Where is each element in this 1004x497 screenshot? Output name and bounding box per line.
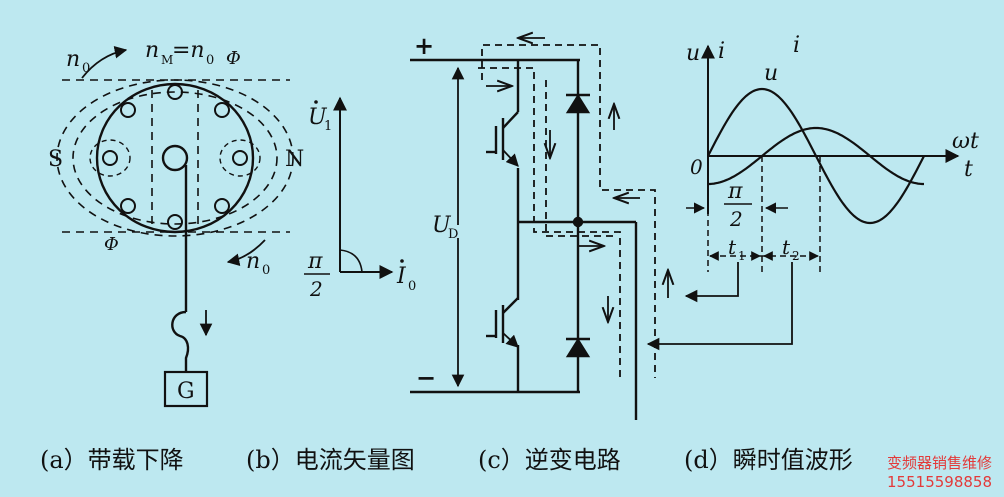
angle-arc	[339, 249, 363, 273]
label-plus: +	[414, 31, 434, 60]
load-box	[163, 370, 209, 408]
pole-s-label: S	[48, 147, 63, 172]
slot	[167, 214, 183, 230]
rotation-arrow-top	[81, 45, 128, 79]
label-ud: U	[432, 213, 452, 238]
curve-i	[708, 126, 924, 186]
label-n0-top: n	[66, 47, 80, 72]
label-phi-top: Φ	[226, 48, 241, 69]
inverter-labels: + − U D	[414, 31, 458, 392]
waveform-figure	[646, 44, 960, 351]
shaft	[161, 144, 189, 172]
label-i: i	[793, 33, 800, 58]
axis-label-wt: ωt	[952, 129, 979, 154]
svg-text:1: 1	[324, 119, 332, 134]
svg-text:0: 0	[408, 279, 416, 294]
label-minus: −	[416, 363, 436, 392]
slot	[102, 150, 118, 166]
axis-label-t: t	[964, 157, 973, 182]
axis-label-u: u	[686, 41, 700, 66]
slot	[167, 84, 183, 100]
vector-labels: U 1 I 0 π 2	[304, 100, 416, 301]
curve-u	[707, 87, 925, 225]
hook	[171, 310, 190, 372]
leader-t2	[646, 262, 793, 351]
slot	[120, 198, 136, 214]
diode-lower	[565, 337, 591, 358]
rotor-body	[95, 82, 255, 234]
leader-t1	[684, 262, 739, 303]
current-path-outer	[481, 44, 656, 378]
label-t1: t	[728, 235, 737, 259]
load-label: G	[177, 379, 195, 404]
phasor-dot	[314, 100, 318, 104]
inverter-figure	[410, 58, 638, 420]
pole-n-label: N	[285, 147, 304, 172]
phasor-dot	[400, 259, 404, 263]
waveform-labels: u i i u 0 ωt t π 2 t 1 t 2	[686, 33, 979, 263]
label-u: u	[764, 61, 778, 86]
svg-text:=n: =n	[172, 38, 205, 63]
phase-denominator: 2	[729, 207, 743, 231]
label-phi-bottom: Φ	[104, 234, 119, 255]
vector-figure	[333, 96, 394, 279]
origin-label: 0	[690, 155, 703, 179]
label-t2: t	[782, 235, 791, 259]
caption-d: (d）瞬时值波形	[684, 446, 853, 474]
slot	[232, 150, 248, 166]
diode-upper	[565, 93, 591, 114]
axis-label-i: i	[718, 39, 725, 64]
phase-numerator: π	[727, 179, 743, 204]
svg-text:0: 0	[262, 263, 270, 278]
slot	[214, 102, 230, 118]
flux-line-inner	[72, 91, 278, 225]
angle-denominator: 2	[309, 277, 323, 301]
svg-text:M: M	[161, 53, 173, 67]
label-nm: n	[145, 38, 159, 63]
svg-text:0: 0	[206, 53, 214, 68]
current-paths	[478, 44, 656, 380]
watermark-text: 变频器销售维修	[886, 454, 992, 472]
watermark-phone: 15515598858	[887, 473, 992, 491]
rotation-arrow-bottom	[226, 239, 266, 266]
svg-text:D: D	[448, 227, 458, 242]
caption-c: (c）逆变电路	[478, 446, 621, 474]
svg-text:1: 1	[738, 249, 746, 263]
current-arrows	[486, 38, 668, 322]
flux-line-outer	[56, 79, 294, 237]
current-path-inner	[478, 67, 621, 380]
slot	[214, 198, 230, 214]
caption-a: (a）带载下降	[40, 446, 184, 474]
caption-b: (b）电流矢量图	[246, 446, 415, 474]
label-i0: I	[396, 264, 407, 289]
motor-labels: n 0 n M =n 0 Φ S N Φ n 0 G	[48, 38, 304, 404]
svg-text:2: 2	[792, 249, 800, 263]
label-u1: U	[308, 105, 328, 130]
angle-numerator: π	[307, 249, 323, 274]
slot	[120, 102, 136, 118]
label-n0-bottom: n	[246, 249, 260, 274]
svg-text:0: 0	[82, 61, 90, 76]
motor-figure	[56, 45, 294, 408]
